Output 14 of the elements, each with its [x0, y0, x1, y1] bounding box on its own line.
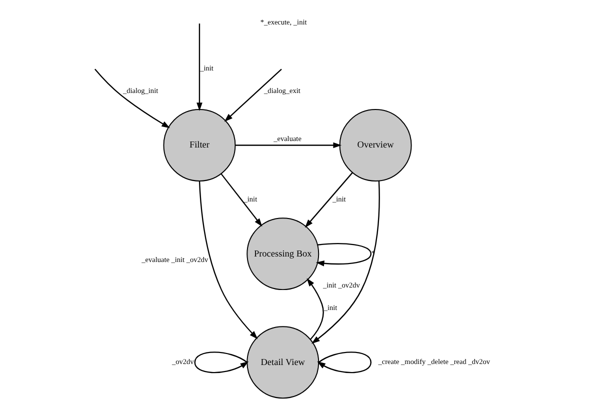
arrow: [310, 180, 380, 344]
arrow: [194, 352, 248, 374]
arrow: [220, 173, 262, 227]
arrow: [198, 181, 258, 340]
arrow: [316, 352, 372, 374]
arrow: [315, 243, 372, 266]
node-circle: Filter: [162, 109, 236, 182]
node-circle: Overview: [338, 109, 412, 182]
arrow: [306, 278, 324, 340]
arrow: [234, 142, 342, 148]
arrow: [224, 68, 282, 122]
arrow: [304, 172, 352, 228]
arrow: [94, 68, 170, 128]
arrow: [196, 24, 202, 111]
